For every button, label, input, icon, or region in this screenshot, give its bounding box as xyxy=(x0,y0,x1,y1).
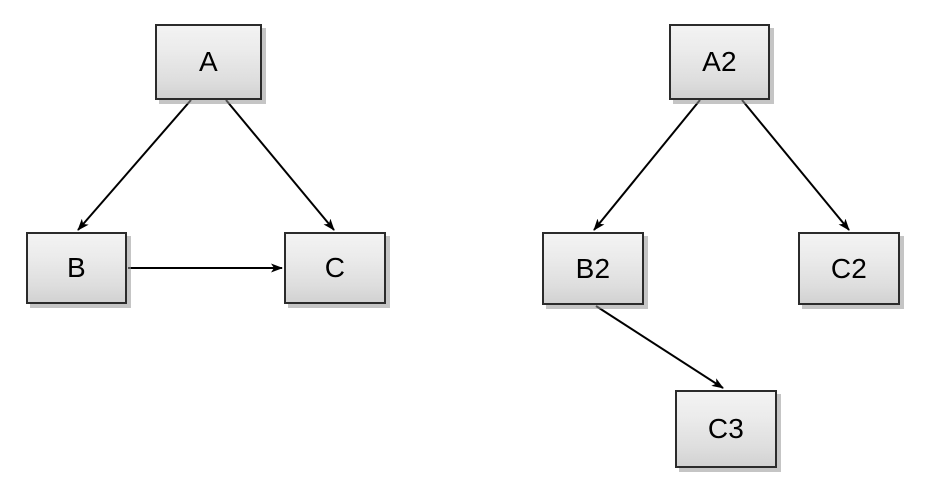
edge-a-b[interactable] xyxy=(77,99,192,231)
edge-a-c[interactable] xyxy=(225,99,335,231)
node-label: A xyxy=(199,46,218,77)
node-label: B xyxy=(67,252,86,283)
node-c[interactable]: C xyxy=(284,232,386,304)
edge-a2-b2[interactable] xyxy=(593,99,701,231)
node-a2[interactable]: A2 xyxy=(669,24,770,100)
node-label: C3 xyxy=(707,413,745,444)
edge-b2-c3[interactable] xyxy=(595,305,724,389)
node-label: C xyxy=(324,252,346,283)
edge-a2-c2[interactable] xyxy=(741,99,850,231)
node-c3[interactable]: C3 xyxy=(675,390,777,468)
node-label: C2 xyxy=(830,252,868,284)
node-a[interactable]: A xyxy=(155,24,262,100)
node-label: A2 xyxy=(702,46,737,77)
node-b2[interactable]: B2 xyxy=(542,232,644,305)
node-b[interactable]: B xyxy=(26,232,127,304)
node-c2[interactable]: C2 xyxy=(798,232,900,305)
node-label: B2 xyxy=(575,252,611,284)
edges-group xyxy=(77,99,850,389)
